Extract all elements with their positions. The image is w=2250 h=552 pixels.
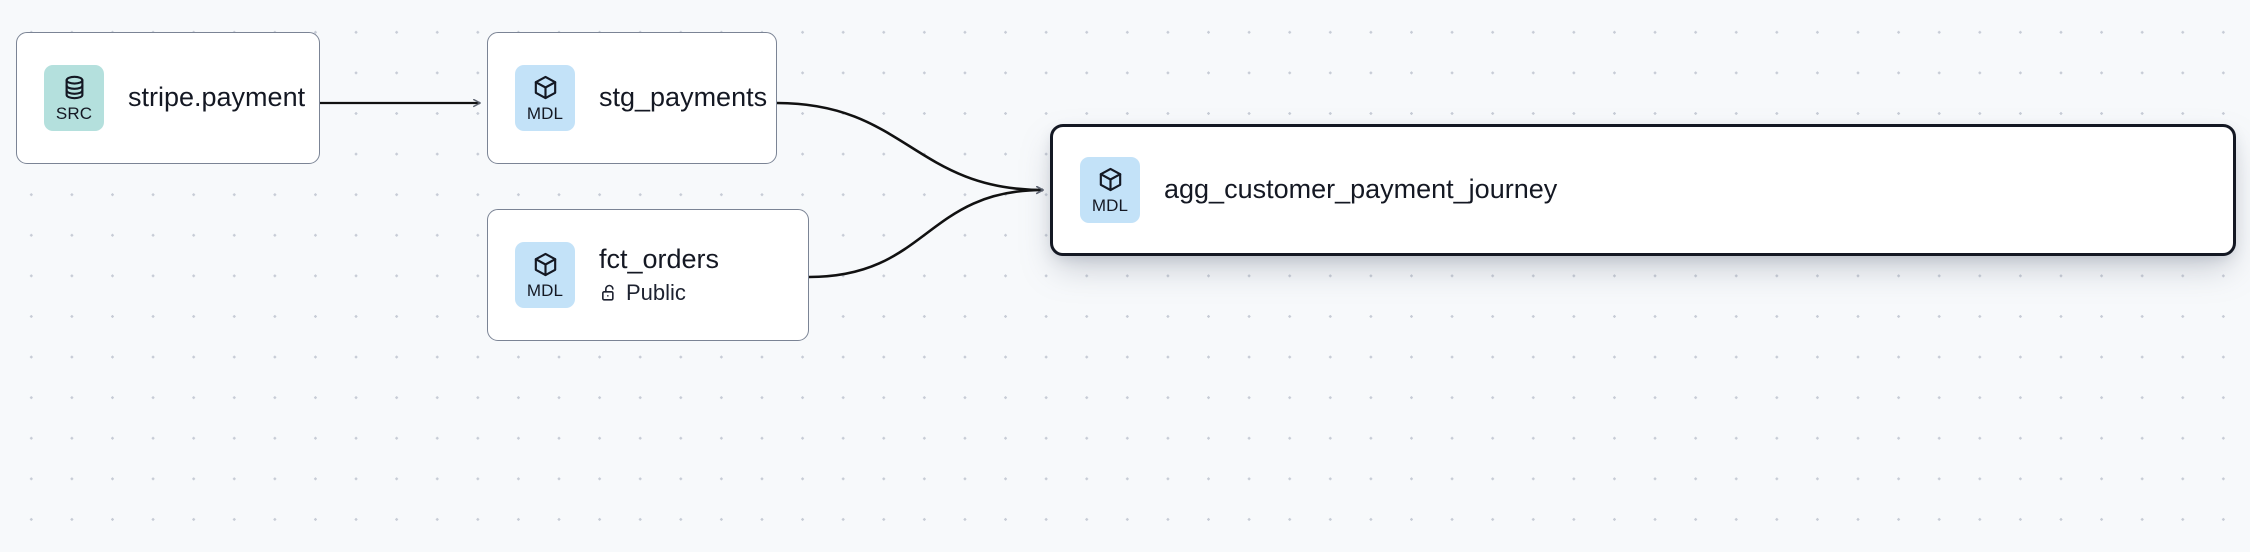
node-body: fct_orders Public: [599, 244, 719, 307]
lineage-node-stg-payments[interactable]: MDL stg_payments: [487, 32, 777, 164]
edge-fct-to-agg: [808, 190, 1043, 279]
node-title: stg_payments: [599, 82, 768, 113]
node-body: stripe.payment: [128, 82, 305, 114]
lineage-node-fct-orders[interactable]: MDL fct_orders Public: [487, 209, 809, 341]
node-title: stripe.payment: [128, 82, 306, 113]
lineage-node-agg-customer-payment-journey[interactable]: MDL agg_customer_payment_journey: [1050, 124, 2236, 256]
edge-stg-to-agg: [776, 101, 1043, 190]
node-type-badge-mdl: MDL: [1080, 157, 1140, 223]
node-title: fct_orders: [599, 243, 720, 274]
node-visibility-label: Public: [626, 280, 686, 306]
node-type-badge-mdl: MDL: [515, 242, 575, 308]
cube-icon: [532, 251, 559, 278]
node-visibility: Public: [599, 280, 719, 306]
node-body: stg_payments: [599, 82, 767, 114]
node-type-badge-label: MDL: [526, 281, 564, 300]
node-type-badge-label: SRC: [55, 104, 93, 123]
cube-icon: [532, 74, 559, 101]
lineage-node-stripe-payment[interactable]: SRC stripe.payment: [16, 32, 320, 164]
node-type-badge-src: SRC: [44, 65, 104, 131]
node-type-badge-label: MDL: [526, 104, 564, 123]
node-title: agg_customer_payment_journey: [1164, 174, 1558, 205]
node-type-badge-label: MDL: [1091, 196, 1129, 215]
node-type-badge-mdl: MDL: [515, 65, 575, 131]
database-icon: [61, 74, 88, 101]
cube-icon: [1097, 166, 1124, 193]
node-body: agg_customer_payment_journey: [1164, 174, 1557, 206]
unlock-icon: [599, 283, 619, 303]
